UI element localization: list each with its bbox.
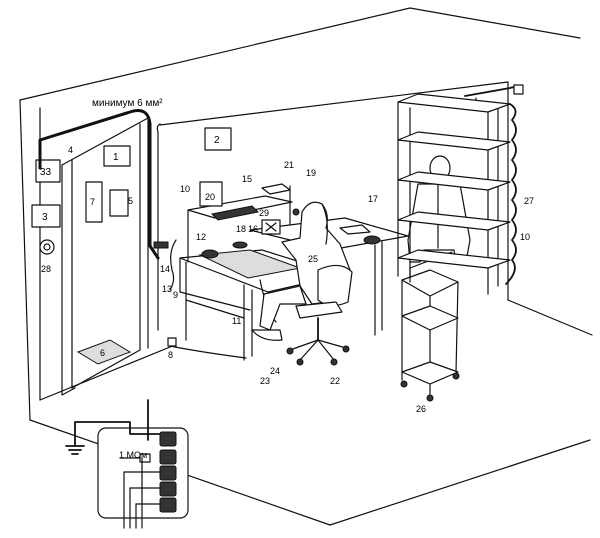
callout-18: 18 bbox=[236, 224, 246, 234]
callout-1: 1 bbox=[113, 152, 119, 163]
ground-cord-13 bbox=[169, 239, 177, 291]
callout-22: 22 bbox=[330, 376, 340, 386]
callout-14: 14 bbox=[160, 264, 170, 274]
callout-12: 12 bbox=[196, 232, 206, 242]
callout-27: 27 bbox=[524, 196, 534, 206]
callout-8: 8 bbox=[168, 350, 173, 360]
wire-gauge-label: минимум 6 мм² bbox=[92, 98, 163, 109]
item-on-bench bbox=[363, 235, 381, 245]
wrist-strap-tester bbox=[109, 189, 129, 217]
floor-terminal-8 bbox=[167, 337, 177, 347]
callout-23: 23 bbox=[260, 376, 270, 386]
callout-3: 3 bbox=[42, 212, 48, 223]
callout-10a: 10 bbox=[180, 184, 190, 194]
callout-33: 33 bbox=[40, 167, 52, 178]
callout-16: 16 bbox=[248, 224, 258, 234]
callout-24: 24 bbox=[270, 366, 280, 376]
ground-box-33 bbox=[35, 159, 61, 183]
resistor-label: 1 МОм bbox=[119, 450, 147, 460]
esd-shelving-rack bbox=[397, 93, 517, 295]
soldering-station-18 bbox=[232, 241, 248, 249]
sign-3 bbox=[31, 204, 61, 228]
sign-7 bbox=[85, 181, 103, 223]
sign-2 bbox=[204, 127, 232, 151]
callout-2: 2 bbox=[214, 135, 220, 146]
esd-trolley-26 bbox=[400, 251, 460, 402]
tool-12 bbox=[201, 249, 219, 259]
door bbox=[61, 117, 149, 396]
callout-4: 4 bbox=[68, 145, 73, 155]
callout-10b: 10 bbox=[520, 232, 530, 242]
callout-17: 17 bbox=[368, 194, 378, 204]
callout-28: 28 bbox=[41, 264, 51, 274]
ground-wire-27 bbox=[505, 103, 517, 285]
callout-26: 26 bbox=[416, 404, 426, 414]
magnifier-19 bbox=[292, 208, 300, 216]
item-21 bbox=[261, 183, 291, 195]
callout-29: 29 bbox=[259, 208, 269, 218]
ground-terminal-inset bbox=[65, 399, 189, 529]
callout-5: 5 bbox=[128, 196, 133, 206]
document-on-bench bbox=[339, 224, 371, 235]
callout-13: 13 bbox=[162, 284, 172, 294]
callout-11: 11 bbox=[232, 316, 241, 326]
callout-9: 9 bbox=[173, 290, 178, 300]
callout-21: 21 bbox=[284, 160, 294, 170]
hygrometer-28 bbox=[39, 239, 55, 255]
callout-6: 6 bbox=[100, 348, 105, 358]
floor-wire bbox=[169, 345, 247, 359]
ground-terminal-14 bbox=[153, 241, 169, 249]
binder-20 bbox=[199, 181, 223, 207]
callout-15: 15 bbox=[242, 174, 252, 184]
callout-25: 25 bbox=[308, 254, 318, 264]
esd-chair-22 bbox=[286, 264, 353, 366]
callout-7: 7 bbox=[90, 197, 95, 207]
callout-19: 19 bbox=[306, 168, 316, 178]
callout-20: 20 bbox=[205, 192, 215, 202]
parts-bins-15 bbox=[210, 205, 260, 221]
ground-bus-wire bbox=[38, 84, 524, 260]
sign-1 bbox=[103, 145, 131, 167]
